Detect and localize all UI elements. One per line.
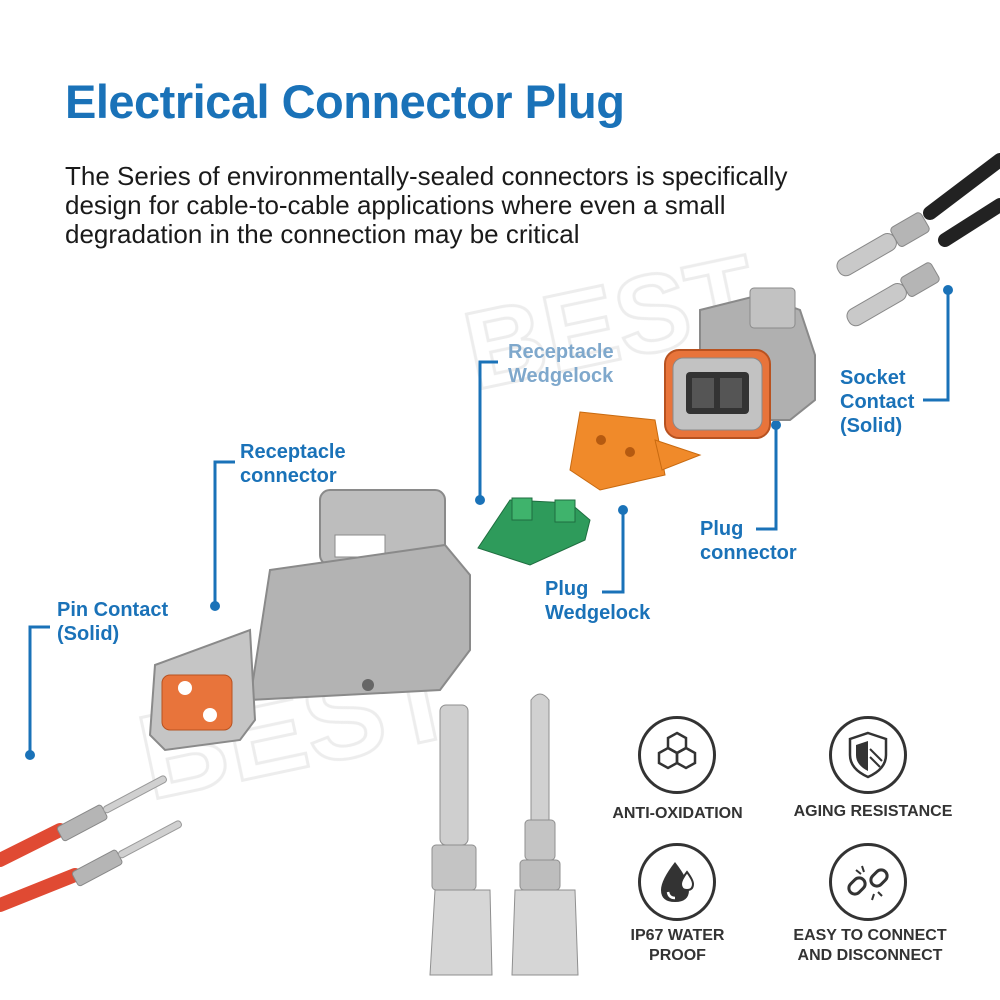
- label-line: Plug: [545, 578, 589, 600]
- label-line: Plug: [700, 518, 744, 540]
- label-plug-connector: Plug connector: [700, 517, 797, 565]
- label-line: Receptacle: [508, 341, 614, 363]
- feature-label: ANTI-OXIDATION: [612, 805, 743, 822]
- feature-ip67-water-proof: IP67 WATER PROOF: [590, 926, 765, 966]
- socket-contact-wires: [836, 153, 1000, 327]
- page-title: Electrical Connector Plug: [65, 75, 625, 128]
- shield-icon: [829, 716, 907, 794]
- broken-chain-icon: [829, 843, 907, 921]
- label-receptacle-wedgelock: Receptacle Wedgelock: [508, 340, 614, 388]
- label-line: Wedgelock: [508, 365, 614, 387]
- label-line: Socket: [840, 367, 906, 389]
- large-pin-contact: [511, 693, 579, 976]
- label-line: connector: [700, 542, 797, 564]
- feature-label: PROOF: [649, 947, 706, 964]
- label-line: Receptacle: [240, 441, 346, 463]
- feature-easy-connect: EASY TO CONNECT AND DISCONNECT: [775, 926, 965, 966]
- feature-aging-resistance: AGING RESISTANCE: [778, 802, 968, 822]
- plug-connector-illustration: [664, 287, 816, 439]
- label-plug-wedgelock: Plug Wedgelock: [545, 577, 650, 625]
- description-line: degradation in the connection may be cri…: [65, 219, 580, 249]
- receptacle-wedgelock-illustration: [569, 411, 702, 491]
- honeycomb-icon: [638, 716, 716, 794]
- description: The Series of environmentally-sealed con…: [65, 162, 825, 249]
- label-line: (Solid): [840, 415, 903, 437]
- description-line: design for cable-to-cable applications w…: [65, 190, 726, 220]
- label-line: Pin Contact: [57, 599, 169, 621]
- plug-wedgelock-illustration: [477, 497, 591, 566]
- label-pin-contact: Pin Contact (Solid): [57, 598, 168, 646]
- label-receptacle-connector: Receptacle connector: [240, 440, 346, 488]
- pin-contact-wires: [0, 775, 182, 912]
- feature-anti-oxidation: ANTI-OXIDATION: [590, 804, 765, 824]
- leader-lines: [28, 290, 950, 755]
- leader-dots: [25, 285, 953, 760]
- label-line: (Solid): [57, 623, 120, 645]
- feature-label: AGING RESISTANCE: [793, 803, 953, 820]
- large-socket-contact: [429, 704, 493, 976]
- label-socket-contact: Socket Contact (Solid): [840, 366, 914, 438]
- label-line: Contact: [840, 391, 915, 413]
- label-line: Wedgelock: [545, 602, 651, 624]
- feature-label: AND DISCONNECT: [797, 947, 943, 964]
- description-line: The Series of environmentally-sealed con…: [65, 161, 788, 191]
- feature-label: EASY TO CONNECT: [793, 927, 947, 944]
- label-line: connector: [240, 465, 337, 487]
- water-drop-icon: [638, 843, 716, 921]
- feature-label: IP67 WATER: [630, 927, 725, 944]
- receptacle-connector-illustration: [148, 489, 471, 752]
